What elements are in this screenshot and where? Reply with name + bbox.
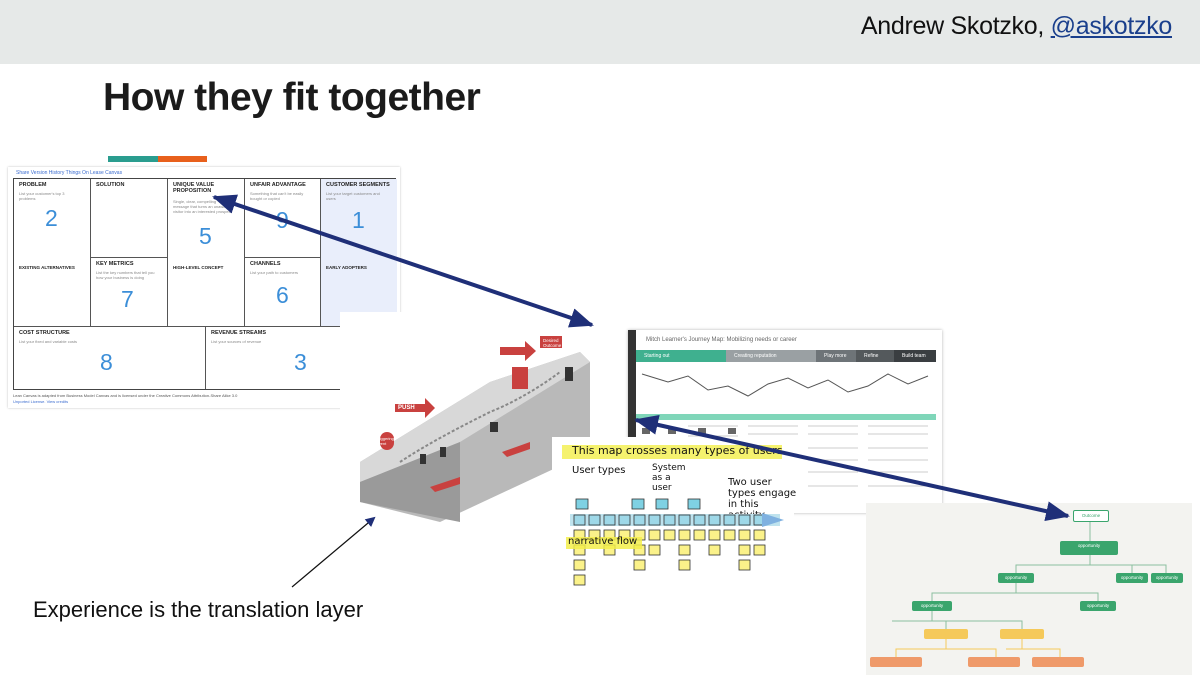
journey-phase: Build team	[894, 350, 936, 362]
cell-number: 6	[276, 282, 289, 308]
journey-map-phases: Starting out Creating reputation Play mo…	[636, 350, 936, 362]
lean-canvas-footer-link[interactable]: Unported License. View credits	[13, 399, 69, 404]
cell-number: 1	[352, 207, 365, 233]
journey-phase: Refine	[856, 350, 894, 362]
cell-desc: Single, clear, compelling message that t…	[173, 199, 232, 214]
tree-node-opportunity: opportunity	[998, 573, 1034, 583]
tree-connectors	[892, 521, 1167, 657]
cell-title: UNFAIR ADVANTAGE	[250, 182, 306, 188]
tree-node-experiment	[968, 657, 1020, 667]
cell-desc: List the key numbers that tell you how y…	[96, 270, 155, 280]
hill-graphic	[360, 336, 590, 522]
sketch-grid	[570, 498, 784, 586]
lean-cell-channels: CHANNELS List your path to customers 6	[245, 258, 321, 327]
hill-label-pull: PULL	[504, 340, 520, 346]
sketch-narrative: narrative flow	[568, 536, 638, 547]
cell-title: PROBLEM	[19, 182, 47, 188]
tree-node-experiment	[870, 657, 922, 667]
cell-desc: List your customer's top 3 problems	[19, 191, 65, 201]
cell-title: KEY METRICS	[96, 261, 134, 267]
lean-cell-revenue-streams: REVENUE STREAMS List your sources of rev…	[206, 327, 397, 389]
cell-subtitle: EARLY ADOPTERS	[326, 265, 367, 270]
cell-title: REVENUE STREAMS	[211, 330, 267, 336]
cell-title: CUSTOMER SEGMENTS	[326, 182, 390, 188]
cell-desc: Something that can't be easily bought or…	[250, 191, 304, 201]
cell-number: 5	[199, 223, 212, 249]
journey-phase: Creating reputation	[726, 350, 816, 362]
lean-cell-unfair-advantage: UNFAIR ADVANTAGE Something that can't be…	[245, 179, 321, 258]
cell-desc: List your fixed and variable costs	[19, 339, 78, 344]
lean-canvas-footer: Lean Canvas is adapted from Business Mod…	[13, 393, 238, 398]
journey-map-title: Mitch Learner's Journey Map: Mobilizing …	[646, 337, 797, 343]
tree-node-opportunity: opportunity	[912, 601, 952, 611]
lean-cell-customer-segments: CUSTOMER SEGMENTS List your target custo…	[321, 179, 397, 327]
cell-desc: List your sources of revenue	[211, 339, 262, 344]
accent-bar-orange	[158, 156, 207, 162]
lean-canvas-top-links: Share Version History Things On Lease Ca…	[16, 170, 123, 176]
sketch-narrative-highlight	[566, 537, 642, 549]
opportunity-tree-image: Outcome opportunity opportunity opportun…	[866, 503, 1192, 675]
cell-title: COST STRUCTURE	[19, 330, 70, 336]
tree-node-solution	[924, 629, 968, 639]
tree-node-opportunity: opportunity	[1080, 601, 1116, 611]
journey-map-band	[636, 414, 936, 420]
arrow-caption-pointer	[291, 516, 376, 588]
tree-node-outcome: Outcome	[1073, 510, 1109, 522]
tree-node-opportunity: opportunity	[1151, 573, 1183, 583]
experience-hill-illustration: PULL Desired Outcome PUSH Triggering Eve…	[340, 312, 600, 528]
slide-title: How they fit together	[103, 76, 481, 119]
lean-cell-solution: SOLUTION	[91, 179, 168, 258]
author-credit: Andrew Skotzko, @askotzko	[861, 12, 1172, 41]
cell-number: 9	[276, 207, 289, 233]
cell-title: SOLUTION	[96, 182, 125, 188]
lean-cell-uvp: UNIQUE VALUE PROPOSITION Single, clear, …	[168, 179, 245, 327]
accent-bar-teal	[108, 156, 158, 162]
lean-cell-cost-structure: COST STRUCTURE List your fixed and varia…	[14, 327, 206, 389]
lean-cell-key-metrics: KEY METRICS List the key numbers that te…	[91, 258, 168, 327]
journey-phase: Starting out	[636, 350, 726, 362]
cell-number: 7	[121, 286, 134, 312]
cell-subtitle: HIGH-LEVEL CONCEPT	[173, 265, 224, 270]
tree-node-experiment	[1032, 657, 1084, 667]
hill-label-desired-outcome: Desired Outcome	[543, 338, 562, 348]
lean-cell-problem: PROBLEM List your customer's top 3 probl…	[14, 179, 91, 327]
journey-phase: Play more	[816, 350, 856, 362]
lean-canvas-grid: PROBLEM List your customer's top 3 probl…	[13, 178, 397, 390]
slide-caption: Experience is the translation layer	[33, 597, 364, 622]
journey-map-sidebar	[628, 330, 636, 513]
cell-subtitle: EXISTING ALTERNATIVES	[19, 265, 75, 270]
hill-label-push: PUSH	[398, 405, 415, 411]
tree-node-opportunity: opportunity	[1116, 573, 1148, 583]
header-bar: Andrew Skotzko, @askotzko	[0, 0, 1200, 64]
cell-desc: List your target customers and users	[326, 191, 380, 201]
cell-number: 8	[100, 349, 113, 375]
cell-desc: List your path to customers	[250, 270, 299, 275]
author-name: Andrew Skotzko,	[860, 12, 1051, 40]
cell-title: CHANNELS	[250, 261, 281, 267]
author-handle-link[interactable]: @askotzko	[1050, 12, 1173, 40]
tree-node-opportunity: opportunity	[1060, 541, 1118, 555]
user-types-sketch: This map crosses many types of users Use…	[552, 437, 796, 595]
hill-label-triggering-event: Triggering Event	[376, 436, 394, 446]
tree-node-solution	[1000, 629, 1044, 639]
sketch-user-types: User types	[572, 465, 626, 476]
cell-number: 2	[45, 205, 58, 231]
cell-title: UNIQUE VALUE PROPOSITION	[173, 182, 215, 194]
cell-number: 3	[294, 349, 307, 375]
